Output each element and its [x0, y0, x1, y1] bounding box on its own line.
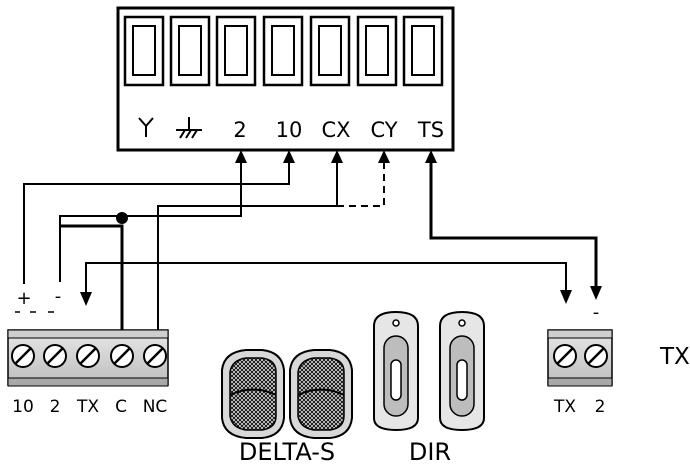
screw-icon-c [110, 344, 134, 368]
arrow-board-2 [235, 150, 247, 163]
dir-photocell-left [373, 310, 419, 432]
screw-icon-10 [11, 344, 35, 368]
arrow-board-cx [331, 150, 343, 163]
arrow-transmitter-tx [560, 290, 572, 304]
delta-s-photocell-right [289, 349, 353, 439]
arrow-transmitter-minus [590, 286, 602, 300]
screw-icon-transmitter-2 [584, 344, 608, 368]
board-terminal-label-cy: CY [370, 118, 397, 142]
wire-plus-to-10 [23, 157, 290, 284]
receiver-terminal-label-2: 2 [50, 397, 61, 417]
receiver-terminal-block [7, 329, 169, 387]
transmitter-terminal-label-2: 2 [595, 397, 606, 417]
terminal-block-board [123, 15, 444, 87]
receiver-terminal-label-10: 10 [12, 397, 34, 417]
board-terminal-label-2: 2 [233, 118, 246, 142]
transmitter-terminal-label-tx: TX [553, 397, 576, 417]
screw-icon-nc [143, 344, 167, 368]
wire-minus-to-2 [59, 157, 242, 282]
wire-c-common [60, 224, 124, 330]
control-board: 2 10 CX CY TS [116, 6, 455, 152]
arrow-receiver-tx [80, 292, 92, 306]
transmitter-minus-label: - [593, 302, 600, 323]
wire-ts-to-transmitter [429, 157, 598, 292]
arrow-board-cy [378, 150, 390, 163]
screw-icon-2 [43, 344, 67, 368]
wires [23, 150, 602, 330]
arrow-board-10 [283, 150, 295, 163]
ground-icon [176, 117, 202, 139]
antenna-icon [138, 117, 154, 137]
receiver-terminal-label-c: C [115, 397, 127, 417]
wire-cy-dashed [337, 157, 385, 207]
board-terminal-label-ts: TS [417, 118, 444, 142]
delta-s-label: DELTA-S [239, 438, 335, 466]
receiver-minus-label: - [55, 286, 62, 307]
wire-nc-to-cx [157, 157, 338, 330]
dir-label: DIR [409, 438, 451, 466]
delta-s-photocell-left [221, 349, 285, 439]
board-terminal-label-cx: CX [321, 118, 350, 142]
transmitter-label: TX [659, 344, 690, 370]
receiver-plus-label: + [16, 288, 31, 309]
wire-tx-link [85, 262, 567, 300]
screw-icon-transmitter-tx [553, 344, 577, 368]
junction-dot [116, 212, 128, 224]
screw-icon-tx [76, 344, 100, 368]
transmitter-terminal-block [547, 329, 613, 387]
arrow-board-ts [425, 150, 437, 163]
board-terminal-label-10: 10 [276, 118, 303, 142]
receiver-terminal-label-tx: TX [76, 397, 99, 417]
dir-photocell-right [439, 310, 485, 432]
receiver-terminal-label-nc: NC [143, 397, 168, 417]
